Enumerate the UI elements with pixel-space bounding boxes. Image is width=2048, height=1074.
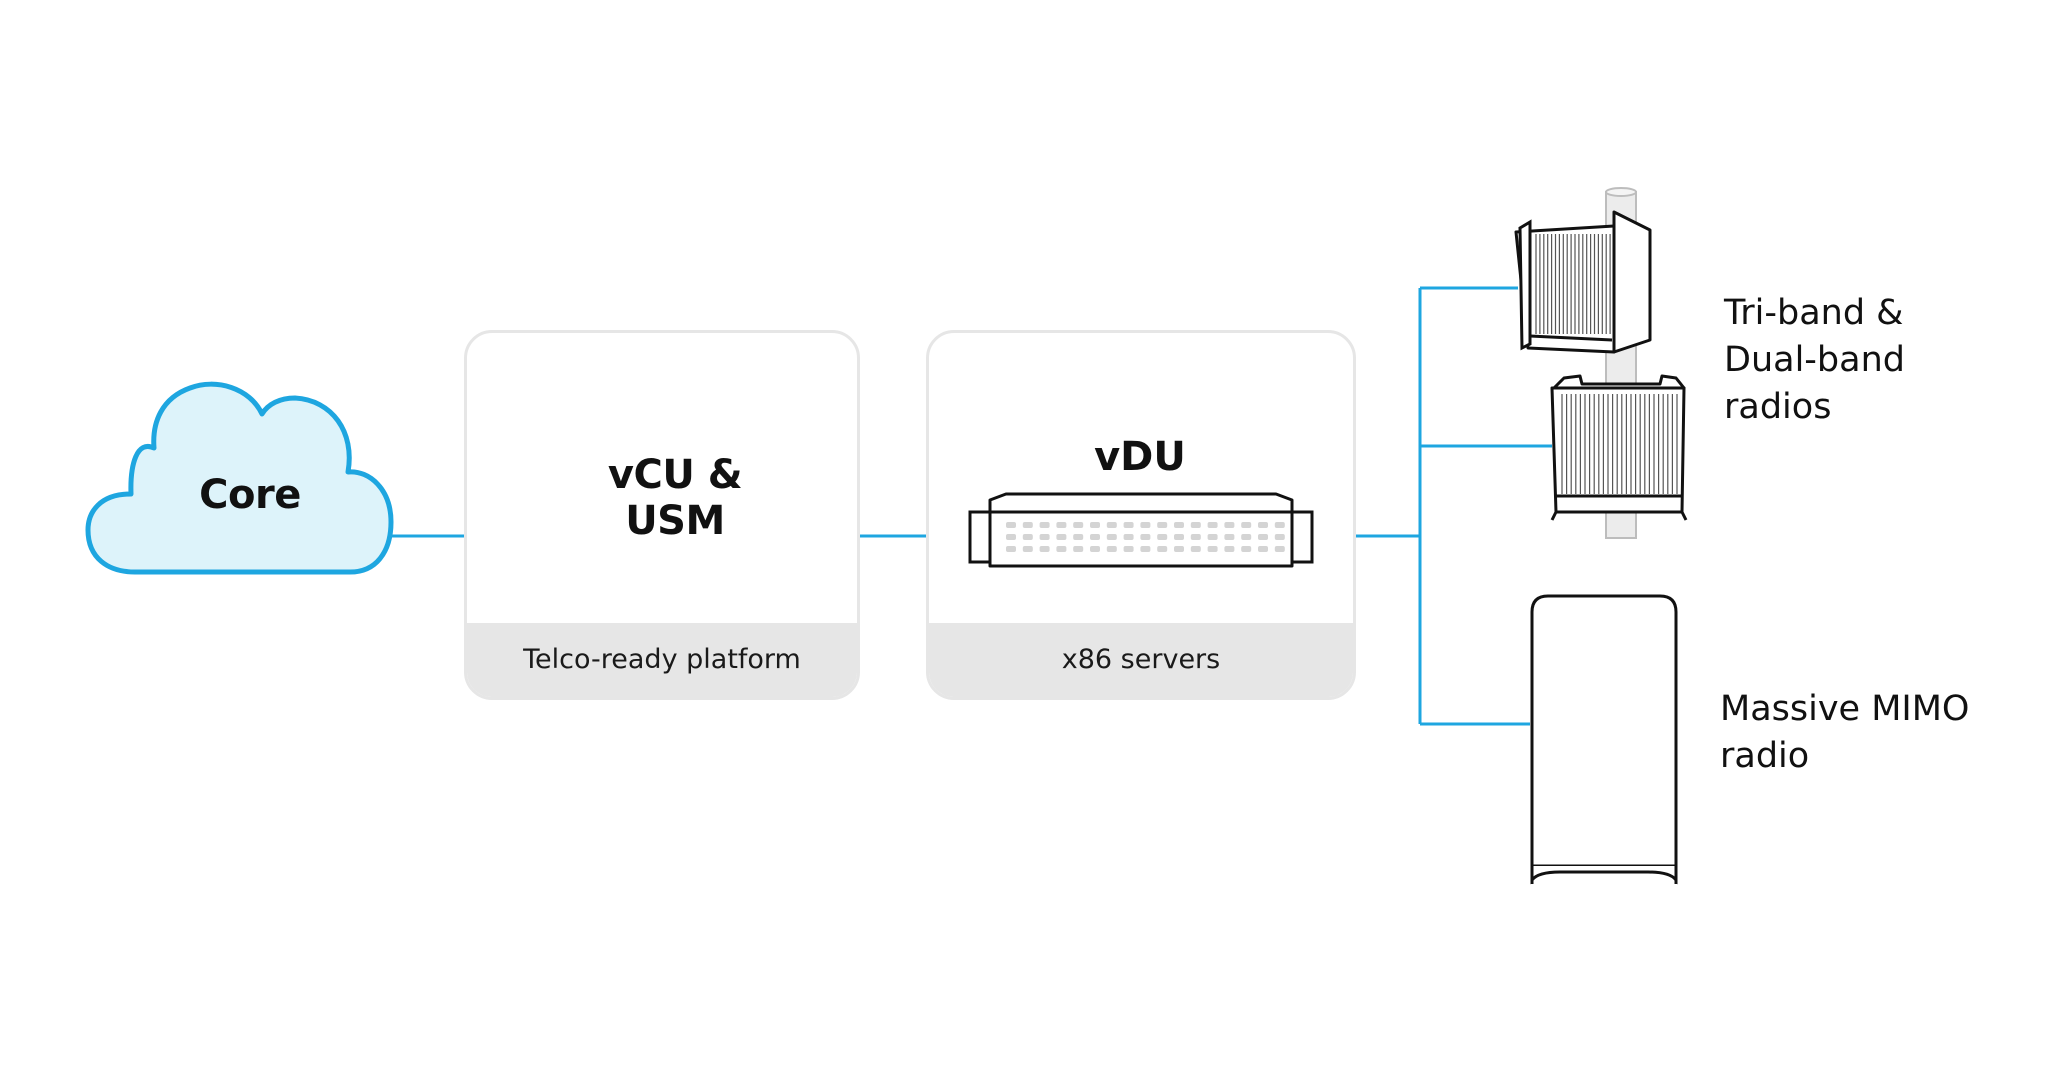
platform-footer-label: Telco-ready platform — [467, 623, 857, 697]
mimo-radio-label: Massive MIMO radio — [1720, 689, 1970, 776]
triband-radio-icon — [1514, 210, 1652, 354]
platform-panel: Telco-ready platform — [464, 330, 860, 700]
vdu-label: vDU — [1094, 434, 1186, 480]
core-cloud-icon — [85, 381, 394, 575]
vcu-usm-label-text: vCU & USM — [607, 452, 743, 544]
dualband-radio-icon — [1550, 374, 1688, 521]
vcu-usm-label: vCU & USM — [520, 452, 830, 544]
rack-server-icon — [968, 492, 1314, 568]
core-label: Core — [199, 472, 301, 518]
triband-dualband-radio-label: Tri-band & Dual-band radios — [1724, 293, 1905, 427]
server-footer-label: x86 servers — [929, 623, 1353, 697]
connector-lines — [392, 286, 1552, 726]
mimo-radio-icon — [1530, 594, 1678, 885]
